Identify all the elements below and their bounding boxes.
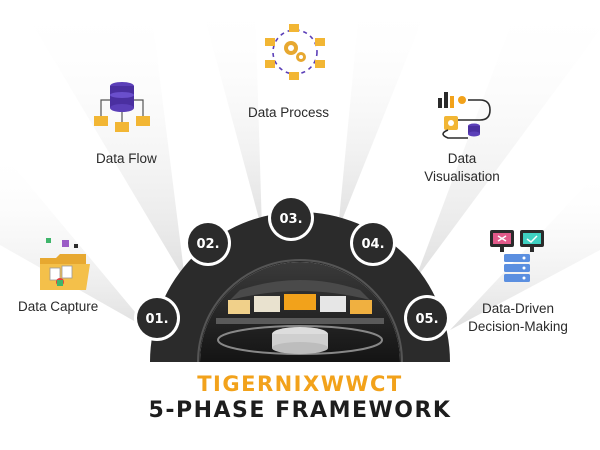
ray-3 — [200, 0, 262, 230]
visualisation-icon — [438, 92, 491, 139]
process-cycle-icon — [265, 24, 325, 80]
badge-number: 04. — [361, 237, 384, 252]
database-icon — [94, 82, 150, 132]
folder-icon — [40, 238, 90, 290]
brand-title: TIGERNIXWWCT — [197, 372, 403, 396]
badge-04: 04. — [350, 220, 396, 266]
ray-6 — [450, 170, 600, 330]
label-line: Data — [447, 151, 477, 166]
label-line: Data-Driven — [481, 301, 555, 316]
label-line: Decision-Making — [468, 319, 568, 334]
monitor-server-icon — [490, 230, 544, 282]
badge-05: 05. — [404, 295, 450, 341]
ray-2 — [30, 0, 185, 280]
label-line: Visualisation — [424, 169, 500, 184]
phase-label-flow: Data Flow — [96, 151, 157, 166]
phase-label-capture: Data Capture — [18, 299, 99, 314]
control-room-image — [200, 262, 400, 362]
badge-number: 02. — [196, 237, 219, 252]
ray-4 — [338, 0, 430, 230]
phase-label-visualisation: Data Visualisation — [412, 150, 512, 186]
ray-1 — [0, 150, 150, 330]
badge-number: 05. — [415, 312, 438, 327]
badge-01: 01. — [134, 295, 180, 341]
phase-label-decision: Data-Driven Decision-Making — [458, 300, 578, 336]
badge-03: 03. — [268, 195, 314, 241]
ray-5 — [415, 0, 600, 280]
arc-inner-edge — [197, 259, 403, 363]
phase-label-process: Data Process — [248, 105, 330, 120]
badge-02: 02. — [185, 220, 231, 266]
framework-title: 5-PHASE FRAMEWORK — [148, 398, 452, 423]
light-rays — [0, 0, 600, 330]
badge-number: 01. — [145, 312, 168, 327]
badge-number: 03. — [279, 212, 302, 227]
